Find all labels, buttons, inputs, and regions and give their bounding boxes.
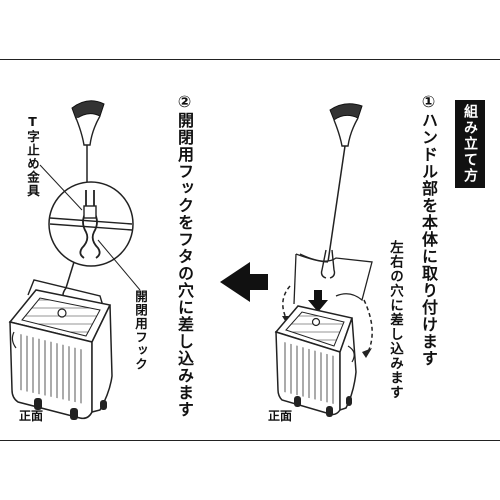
right-bin bbox=[274, 305, 357, 417]
arrow-down-icon bbox=[308, 290, 328, 312]
dashed-arrow-right bbox=[363, 299, 373, 353]
step2-instruction: ②開閉用フックをフタの穴に差し込みます bbox=[175, 92, 194, 418]
label-front-right: 正面 bbox=[268, 409, 293, 423]
leader-hook bbox=[97, 239, 141, 291]
label-hook: 開閉用フック bbox=[133, 290, 148, 371]
step1-subinstruction: 左右の穴に差し込みます bbox=[387, 240, 403, 400]
step1-instruction: ①ハンドル部を本体に取り付けます bbox=[419, 92, 438, 367]
arrow-left-icon bbox=[220, 262, 268, 302]
right-handle-grip bbox=[329, 103, 363, 147]
leader-t-stopper bbox=[39, 164, 83, 211]
left-bin bbox=[8, 279, 113, 420]
left-magnifier bbox=[48, 181, 134, 267]
label-t-stopper: T字止め金具 bbox=[25, 114, 40, 198]
right-rod bbox=[327, 145, 346, 263]
dashed-arrow-left bbox=[282, 285, 291, 319]
right-figure bbox=[274, 103, 373, 417]
left-handle-grip bbox=[71, 100, 105, 146]
left-figure bbox=[8, 100, 141, 420]
title-text: 組み立て方 bbox=[462, 104, 478, 184]
diagram-frame bbox=[0, 59, 500, 441]
label-front-left: 正面 bbox=[19, 409, 44, 423]
title-badge: 組み立て方 bbox=[455, 100, 485, 188]
